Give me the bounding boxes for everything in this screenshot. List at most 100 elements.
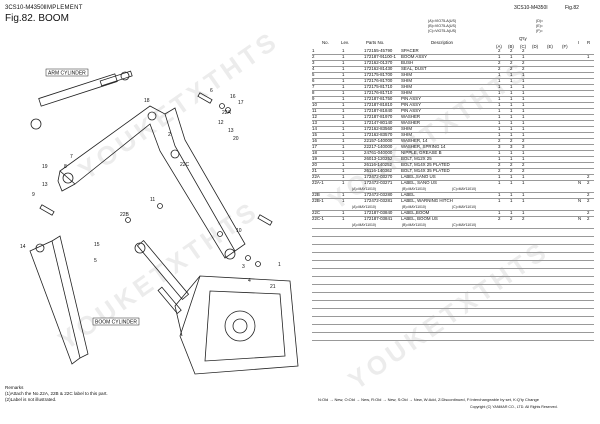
- row-divider: [312, 308, 594, 309]
- model-e: (E)=: [536, 24, 543, 29]
- table-cell-c: 1: [522, 114, 525, 119]
- table-cell-lev: 1: [342, 78, 345, 83]
- callout: 6: [210, 88, 213, 94]
- table-cell-c: 1: [522, 78, 525, 83]
- table-cell-b: 1: [510, 210, 513, 215]
- table-cell-c: 1: [522, 156, 525, 161]
- table-cell-lev: 1: [342, 162, 345, 167]
- table-cell-i: N: [578, 198, 582, 203]
- table-cell-part: 172472-03270: [364, 174, 393, 179]
- table-note: (C)=MAY11010): [452, 186, 477, 191]
- table-cell-a: 2: [498, 60, 501, 65]
- table-cell-part: 172187-81970: [364, 114, 393, 119]
- table-cell-lev: 1: [342, 54, 345, 59]
- table-cell-a: 1: [498, 72, 501, 77]
- swing-frame-drawing: [174, 275, 299, 375]
- table-cell-lev: 1: [342, 48, 345, 53]
- row-divider: [312, 162, 594, 163]
- row-divider: [312, 150, 594, 151]
- table-cell-b: 2: [510, 48, 513, 53]
- row-divider: [312, 252, 594, 253]
- table-cell-no: 6: [312, 78, 315, 83]
- callout: 22B: [120, 212, 130, 218]
- table-cell-desc: SHIM: [401, 72, 412, 77]
- table-cell-b: 1: [510, 90, 513, 95]
- table-cell-r: 2: [587, 174, 590, 179]
- table-cell-no: 3: [312, 60, 315, 65]
- row-divider: [312, 60, 594, 61]
- table-cell-no: 22C: [312, 210, 321, 215]
- boom-cylinder-drawing: [134, 240, 190, 314]
- table-cell-c: 1: [522, 108, 525, 113]
- table-cell-b: 2: [510, 60, 513, 65]
- model-f: (F)=: [536, 29, 543, 34]
- table-cell-desc: SPACER: [401, 48, 419, 53]
- table-cell-desc: LABEL,BOOM: [401, 210, 430, 215]
- table-cell-part: 172472-03280: [364, 192, 393, 197]
- table-cell-b: 1: [510, 78, 513, 83]
- table-cell-no: 22B: [312, 192, 320, 197]
- table-cell-a: 2: [498, 48, 501, 53]
- column-header-b: (B): [508, 44, 514, 49]
- table-cell-part: 22157-140000: [364, 138, 393, 143]
- row-divider: [312, 108, 594, 109]
- table-cell-a: 1: [498, 174, 501, 179]
- model-c: (C)=VIO75-A(US): [428, 29, 457, 34]
- table-cell-no: 22B-1: [312, 198, 324, 203]
- table-cell-no: 18: [312, 150, 317, 155]
- table-cell-desc: PIN ASSY: [401, 102, 422, 107]
- table-cell-lev: 1: [342, 210, 345, 215]
- row-divider: [312, 340, 594, 341]
- callout: 13: [42, 182, 48, 188]
- table-cell-r: 1: [587, 54, 590, 59]
- table-cell-a: 1: [498, 120, 501, 125]
- boom-exploded-diagram: ARM CYLINDER BOOM CYLINDER 6 16 17 22A 1…: [20, 68, 299, 375]
- callout: 4: [248, 278, 251, 284]
- callout: 13: [228, 128, 234, 134]
- table-cell-c: 1: [522, 150, 525, 155]
- row-divider: [312, 84, 594, 85]
- model-list: (A)=VIO75-A(US) (B)=VIO75-A(US) (C)=VIO7…: [428, 19, 456, 35]
- table-note: (A)=MAY11010): [352, 204, 376, 209]
- table-cell-lev: 1: [342, 138, 345, 143]
- table-cell-a: 1: [498, 192, 501, 197]
- table-cell-a: 2: [498, 138, 501, 143]
- callout: 9: [32, 192, 35, 198]
- table-cell-a: 3: [498, 144, 501, 149]
- callout: 11: [150, 197, 155, 203]
- table-cell-a: 1: [498, 90, 501, 95]
- table-cell-desc: BOLT, M14X 35 PLATED: [401, 168, 450, 173]
- table-cell-no: 19: [312, 156, 317, 161]
- table-cell-lev: 1: [342, 108, 345, 113]
- table-cell-a: 1: [498, 108, 501, 113]
- row-divider: [312, 198, 594, 199]
- callout: 3: [242, 264, 245, 270]
- table-cell-c: 1: [522, 192, 525, 197]
- row-divider: [312, 292, 594, 293]
- table-cell-no: 15: [312, 132, 317, 137]
- table-cell-b: 3: [510, 144, 513, 149]
- remarks-line: (1)Attach the No.22A, 22B & 22C label to…: [5, 391, 108, 396]
- table-cell-b: 1: [510, 96, 513, 101]
- table-cell-part: 172162-83560: [364, 126, 393, 131]
- table-cell-lev: 1: [342, 102, 345, 107]
- callout: 8: [64, 164, 67, 170]
- row-divider: [312, 244, 594, 245]
- remarks-line: (2)Label is not illustrated.: [5, 397, 57, 402]
- table-cell-part: 22217-140000: [364, 144, 393, 149]
- row-divider: [312, 144, 594, 145]
- table-cell-desc: SHIM: [401, 90, 412, 95]
- table-note: (B)=MAY11010): [402, 222, 426, 227]
- row-divider: [312, 228, 594, 229]
- column-header-no: No.: [322, 40, 329, 45]
- table-cell-no: 7: [312, 84, 315, 89]
- copyright: Copyright (C) YANMAR CO., LTD. All Right…: [470, 405, 558, 409]
- table-cell-b: 1: [510, 120, 513, 125]
- callout: 22C: [180, 162, 190, 168]
- column-header-d: (D): [532, 44, 539, 49]
- row-divider: [312, 90, 594, 91]
- table-cell-no: 16: [312, 138, 317, 143]
- callout: 21: [270, 284, 276, 290]
- table-cell-r: 2: [587, 180, 590, 185]
- table-cell-desc: PIN ASSY: [401, 96, 422, 101]
